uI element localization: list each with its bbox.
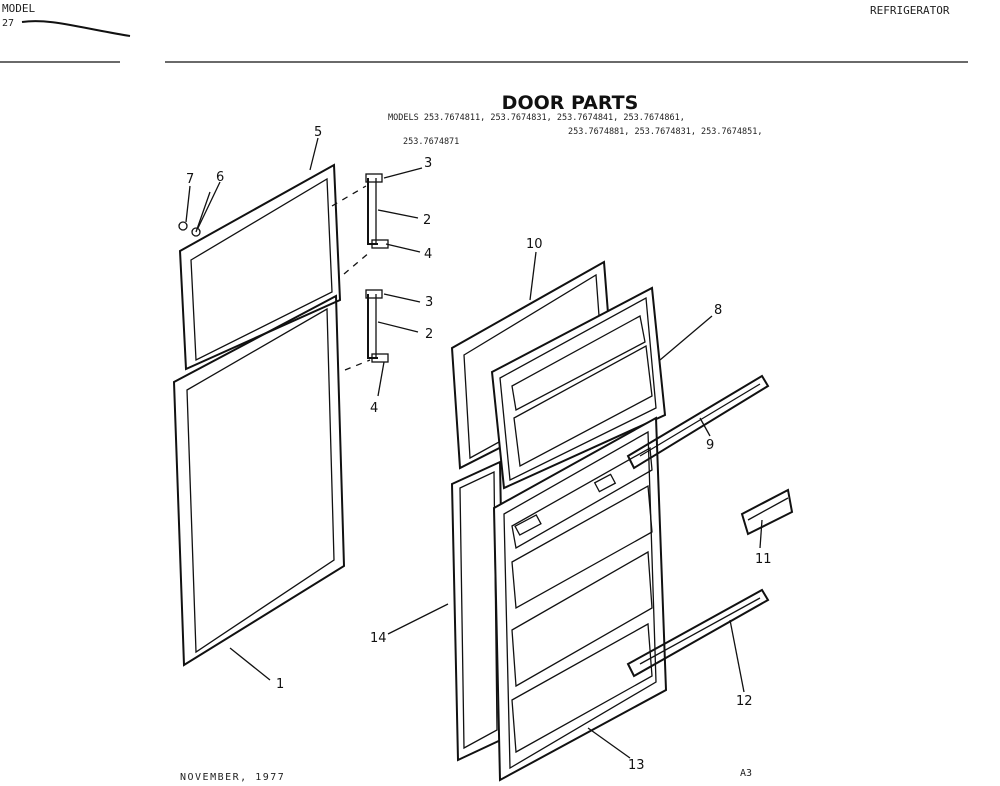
callout-labels: 1 2 2 3 3 4 4 5 6 7 8 9 10 11 12 13 14 bbox=[186, 125, 772, 773]
align-line-upper bbox=[331, 185, 367, 207]
header-corner-sub: 27 bbox=[2, 18, 14, 29]
callout-12: 12 bbox=[736, 694, 753, 709]
header-logo-scribble bbox=[21, 20, 131, 37]
callout-4-upper: 4 bbox=[424, 247, 432, 262]
freezer-door-gasket bbox=[178, 163, 342, 371]
callout-3-upper: 3 bbox=[424, 156, 432, 171]
callout-2-upper: 2 bbox=[423, 213, 431, 228]
callout-7: 7 bbox=[186, 172, 194, 187]
freezer-door-liner bbox=[490, 286, 667, 490]
callout-2-lower: 2 bbox=[425, 327, 433, 342]
screw-parts bbox=[178, 191, 211, 237]
callout-9: 9 bbox=[706, 438, 714, 453]
callout-13: 13 bbox=[628, 758, 645, 773]
callout-3-lower: 3 bbox=[425, 295, 433, 310]
callout-1: 1 bbox=[276, 677, 284, 692]
callout-8: 8 bbox=[714, 303, 722, 318]
align-line-mid bbox=[343, 251, 371, 275]
callout-11: 11 bbox=[755, 552, 772, 567]
align-line-lower bbox=[344, 359, 371, 371]
header-right-text: REFRIGERATOR bbox=[870, 4, 950, 17]
models-line-3: 253.7674871 bbox=[403, 137, 459, 147]
page-title: DOOR PARTS bbox=[502, 92, 639, 114]
door-shelf-rail-upper bbox=[626, 374, 770, 470]
callout-14: 14 bbox=[370, 631, 387, 646]
fresh-food-door-gasket bbox=[172, 294, 346, 667]
fresh-food-door-liner bbox=[492, 416, 668, 782]
callout-4-lower: 4 bbox=[370, 401, 378, 416]
leader-lines bbox=[185, 137, 763, 759]
door-shelf-rail-lower bbox=[626, 588, 770, 678]
callout-6: 6 bbox=[216, 170, 224, 185]
callout-10: 10 bbox=[526, 237, 543, 252]
page-header: MODEL 27 REFRIGERATOR bbox=[0, 2, 968, 63]
shelf-clip bbox=[740, 488, 794, 536]
footer-page-code: A3 bbox=[740, 768, 752, 779]
callout-5: 5 bbox=[314, 125, 322, 140]
models-line-2: 253.7674881, 253.7674831, 253.7674851, bbox=[568, 127, 762, 137]
footer-date: NOVEMBER, 1977 bbox=[180, 772, 285, 783]
upper-hinge bbox=[365, 173, 389, 249]
lower-hinge bbox=[365, 289, 389, 363]
header-corner-text: MODEL bbox=[2, 2, 35, 15]
models-line-1: MODELS 253.7674811, 253.7674831, 253.767… bbox=[388, 113, 685, 123]
